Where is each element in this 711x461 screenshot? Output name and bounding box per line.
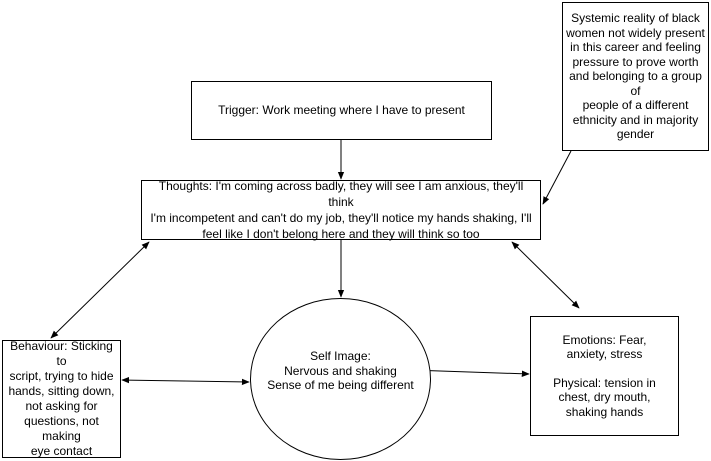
self-image-node: Self Image: Nervous and shaking Sense of… (250, 298, 431, 460)
behaviour-text-line: questions, not making (24, 414, 99, 443)
thoughts-text-line: Thoughts: I'm coming across badly, they … (158, 179, 524, 209)
physical-text-line: chest, dry mouth, (558, 390, 651, 405)
arrow-thoughts-emotions (511, 241, 580, 309)
thoughts-text-line: feel like I don't belong here and they w… (202, 227, 480, 241)
emotions-text-line: Emotions: Fear, (562, 332, 647, 347)
arrow-self-image-emotions (410, 367, 530, 377)
behaviour-text-line: hands, sitting down, (8, 384, 115, 398)
self-image-text-line: Sense of me being different (267, 378, 414, 393)
systemic-text-line: in this career and feeling (570, 40, 701, 55)
systemic-text-line: gender (616, 127, 655, 142)
systemic-text-line: people of a different (582, 98, 689, 113)
behaviour-text-line: Behaviour: Sticking to (10, 339, 113, 368)
thoughts-node: Thoughts: I'm coming across badly, they … (141, 179, 541, 241)
self-image-text-line: Self Image: (310, 349, 371, 364)
behaviour-text-line: eye contact (30, 444, 93, 458)
trigger-text-line: Trigger: Work meeting where I have to pr… (218, 103, 465, 118)
self-image-text-line: Nervous and shaking (284, 363, 397, 378)
physical-text-line: shaking hands (565, 404, 644, 419)
physical-text-line: Physical: tension in (553, 375, 656, 390)
emotions-text-line: anxiety, stress (566, 347, 643, 362)
arrow-systemic-to-thoughts (542, 150, 572, 205)
systemic-reality-node: Systemic reality of black women not wide… (562, 2, 709, 151)
thoughts-text-line: I'm incompetent and can't do my job, the… (150, 211, 532, 225)
systemic-text-line: pressure to prove worth (572, 54, 699, 69)
arrow-behaviour-self-image (121, 376, 250, 386)
systemic-text-line: ethnicity and in majority (572, 112, 699, 127)
arrow-thoughts-behaviour (50, 241, 150, 339)
systemic-text-line: Systemic reality of black (571, 11, 700, 26)
trigger-node: Trigger: Work meeting where I have to pr… (191, 81, 492, 140)
systemic-text-line: and belonging to a group of (569, 69, 702, 98)
behaviour-node: Behaviour: Sticking to script, trying to… (2, 339, 121, 458)
emotions-physical-node: Emotions: Fear, anxiety, stress Physical… (530, 316, 679, 436)
behaviour-text-line: script, trying to hide (9, 369, 114, 383)
behaviour-text-line: not asking for (25, 399, 98, 413)
systemic-text-line: women not widely present (566, 25, 705, 40)
